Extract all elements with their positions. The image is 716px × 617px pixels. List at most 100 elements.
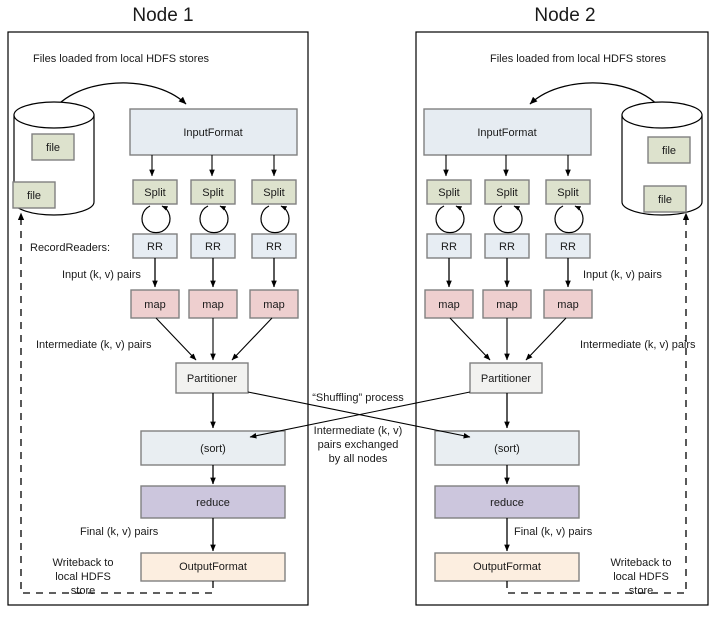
- node1-sort-label: (sort): [200, 443, 226, 455]
- node2-split-label-2: Split: [496, 187, 517, 199]
- node1-writeback-line3: store: [71, 585, 95, 597]
- node2-partitioner-box: [469, 362, 543, 394]
- node2-file-box-1: [647, 136, 691, 164]
- node1-loop-1: [141, 205, 171, 234]
- node1-top-caption: Files loaded from local HDFS stores: [33, 53, 210, 65]
- node2-split-box-2: [484, 179, 530, 205]
- node1-split-label-1: Split: [144, 187, 165, 199]
- node1-split-box-3: [251, 179, 297, 205]
- node2-inputformat-box: [423, 108, 592, 156]
- node2-rr-label-2: RR: [499, 241, 515, 253]
- node1-writeback-path: [17, 212, 214, 594]
- node2-loop-3: [554, 205, 584, 234]
- node2-split-box-1: [426, 179, 472, 205]
- node2-outputformat-box: [434, 552, 580, 582]
- node2-writeback-line1: Writeback to: [611, 557, 672, 569]
- node1-rr-box-2: [190, 233, 236, 259]
- node1-map-box-3: [249, 289, 299, 319]
- node1-map-label-3: map: [263, 299, 284, 311]
- node1-file-box-2: [12, 181, 56, 209]
- node2-rr-label-1: RR: [441, 241, 457, 253]
- node1-map-box-2: [188, 289, 238, 319]
- node1-title: Node 1: [132, 5, 193, 26]
- node2-file-label-1: file: [662, 145, 676, 157]
- node2-title: Node 2: [534, 5, 595, 26]
- node1-writeback-line1: Writeback to: [53, 557, 114, 569]
- node1-split-box-1: [132, 179, 178, 205]
- node1-map-part-arrow-1: [155, 317, 197, 361]
- node2-map-label-3: map: [557, 299, 578, 311]
- node1-inputformat-label: InputFormat: [183, 127, 242, 139]
- node1-rr-label-2: RR: [205, 241, 221, 253]
- node2-map-label-1: map: [438, 299, 459, 311]
- node2-partitioner-label: Partitioner: [481, 373, 531, 385]
- node1-writeback-line2: local HDFS: [55, 571, 111, 583]
- node1-recordreaders-label: RecordReaders:: [30, 242, 110, 254]
- node1-file-label-1: file: [46, 142, 60, 154]
- shuffle-desc-line1: Intermediate (k, v): [314, 425, 403, 437]
- node2-file-box-2: [643, 185, 687, 213]
- node2-sort-box: [434, 430, 580, 466]
- node2-top-caption: Files loaded from local HDFS stores: [490, 53, 667, 65]
- node1-map-box-1: [130, 289, 180, 319]
- node1-map-part-arrow-3: [231, 317, 273, 361]
- node1-rr-box-1: [132, 233, 178, 259]
- node2-split-label-3: Split: [557, 187, 578, 199]
- node1-map-label-2: map: [202, 299, 223, 311]
- node1-rr-label-3: RR: [266, 241, 282, 253]
- node1-input-pairs-label: Input (k, v) pairs: [62, 269, 141, 281]
- node2-rr-label-3: RR: [560, 241, 576, 253]
- node1-loop-2: [199, 205, 229, 234]
- node2-reduce-box: [434, 485, 580, 519]
- node2-loop-2: [493, 205, 523, 234]
- node2-map-label-2: map: [496, 299, 517, 311]
- node2-writeback-line2: local HDFS: [613, 571, 669, 583]
- node2-rr-box-1: [426, 233, 472, 259]
- node1-sort-box: [140, 430, 286, 466]
- node1-reduce-box: [140, 485, 286, 519]
- node2-loop-1: [435, 205, 465, 234]
- node2-inputformat-label: InputFormat: [477, 127, 536, 139]
- node1-map-label-1: map: [144, 299, 165, 311]
- node2-sort-label: (sort): [494, 443, 520, 455]
- node1-rr-label-1: RR: [147, 241, 163, 253]
- node1-partitioner-label: Partitioner: [187, 373, 237, 385]
- shuffle-desc-line2: pairs exchanged: [318, 439, 399, 451]
- node1-split-label-3: Split: [263, 187, 284, 199]
- node1-split-box-2: [190, 179, 236, 205]
- node2-frame: [415, 31, 709, 606]
- shuffle-desc-line3: by all nodes: [329, 453, 388, 465]
- node1-final-pairs-label: Final (k, v) pairs: [80, 526, 159, 538]
- node2-file-label-2: file: [658, 194, 672, 206]
- node2-map-part-arrow-1: [449, 317, 491, 361]
- node1-outputformat-box: [140, 552, 286, 582]
- shuffle-title: “Shuffling” process: [312, 392, 404, 404]
- node2-map-box-3: [543, 289, 593, 319]
- node2-map-part-arrow-3: [525, 317, 567, 361]
- node1-rr-box-3: [251, 233, 297, 259]
- node1-reduce-label: reduce: [196, 497, 230, 509]
- node2-input-pairs-label: Input (k, v) pairs: [583, 269, 662, 281]
- node1-partitioner-box: [175, 362, 249, 394]
- node1-intermediate-pairs-label: Intermediate (k, v) pairs: [36, 339, 152, 351]
- node1-file-box-1: [31, 133, 75, 161]
- node1-inputformat-box: [129, 108, 298, 156]
- node2-split-label-1: Split: [438, 187, 459, 199]
- node2-reduce-label: reduce: [490, 497, 524, 509]
- shuffle-line-node2-to-node1: [249, 391, 471, 439]
- node2-intermediate-pairs-label: Intermediate (k, v) pairs: [580, 339, 696, 351]
- node1-hdfs-store: file file: [12, 101, 95, 216]
- node1-split-label-2: Split: [202, 187, 223, 199]
- node2-writeback-path: [506, 212, 690, 594]
- node2-outputformat-label: OutputFormat: [473, 561, 541, 573]
- node1-outputformat-label: OutputFormat: [179, 561, 247, 573]
- node2-map-box-1: [424, 289, 474, 319]
- node2-final-pairs-label: Final (k, v) pairs: [514, 526, 593, 538]
- node2-hdfs-store: file file: [621, 101, 703, 216]
- node2-writeback-line3: store: [629, 585, 653, 597]
- node2-split-box-3: [545, 179, 591, 205]
- node1-frame: [7, 31, 309, 606]
- node1-loop-3: [260, 205, 290, 234]
